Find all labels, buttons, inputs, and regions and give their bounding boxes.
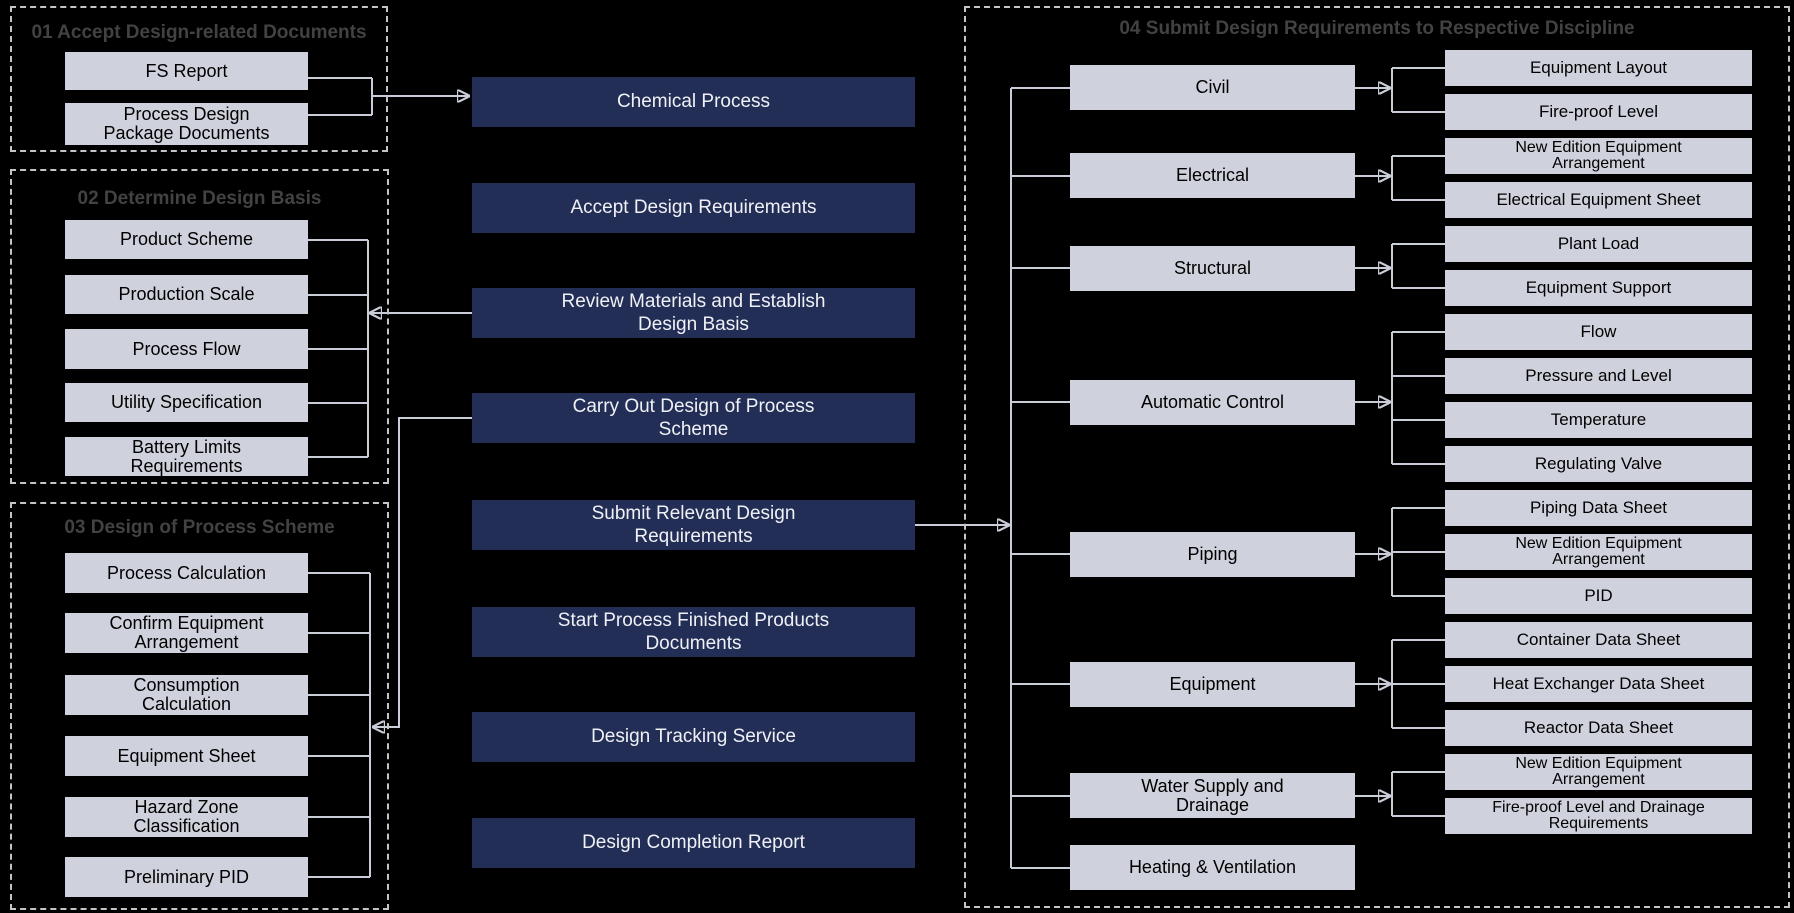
arrow-carryout-to-group03 <box>373 417 472 727</box>
group-03-frame: 03 Design of Process Scheme <box>10 502 389 910</box>
discipline-civil: Civil <box>1070 65 1355 110</box>
discipline-automatic-control: Automatic Control <box>1070 380 1355 425</box>
output-regulating-valve: Regulating Valve <box>1445 446 1752 482</box>
group-04-title: 04 Submit Design Requirements to Respect… <box>1119 18 1635 39</box>
step-design-tracking-service: Design Tracking Service <box>472 712 915 762</box>
discipline-piping: Piping <box>1070 532 1355 577</box>
group-04-frame: 04 Submit Design Requirements to Respect… <box>964 6 1790 908</box>
group02-bus <box>308 239 369 458</box>
output-new-edition-equipment-arrangement-water: New Edition Equipment Arrangement <box>1445 754 1752 790</box>
output-brackets <box>1391 67 1445 817</box>
box-utility-specification: Utility Specification <box>65 383 308 422</box>
step-chemical-process: Chemical Process <box>472 77 915 127</box>
output-container-data-sheet: Container Data Sheet <box>1445 622 1752 658</box>
discipline-water-supply-and-drainage: Water Supply and Drainage <box>1070 773 1355 818</box>
group-03-title: 03 Design of Process Scheme <box>64 517 335 538</box>
output-pressure-and-level: Pressure and Level <box>1445 358 1752 394</box>
step-review-materials-establish-design-basis: Review Materials and Establish Design Ba… <box>472 288 915 338</box>
box-process-flow: Process Flow <box>65 329 308 369</box>
box-consumption-calculation: Consumption Calculation <box>65 675 308 715</box>
output-electrical-equipment-sheet: Electrical Equipment Sheet <box>1445 182 1752 218</box>
output-new-edition-equipment-arrangement-piping: New Edition Equipment Arrangement <box>1445 534 1752 570</box>
output-flow: Flow <box>1445 314 1752 350</box>
discipline-structural: Structural <box>1070 246 1355 291</box>
output-piping-data-sheet: Piping Data Sheet <box>1445 490 1752 526</box>
output-temperature: Temperature <box>1445 402 1752 438</box>
step-accept-design-requirements: Accept Design Requirements <box>472 183 915 233</box>
output-new-edition-equipment-arrangement-electrical: New Edition Equipment Arrangement <box>1445 138 1752 174</box>
box-fs-report: FS Report <box>65 52 308 90</box>
step-start-process-finished-products-documents: Start Process Finished Products Document… <box>472 607 915 657</box>
step-carry-out-design-of-process-scheme: Carry Out Design of Process Scheme <box>472 393 915 443</box>
output-equipment-layout: Equipment Layout <box>1445 50 1752 86</box>
step-design-completion-report: Design Completion Report <box>472 818 915 868</box>
output-plant-load: Plant Load <box>1445 226 1752 262</box>
group03-bus <box>308 572 371 878</box>
discipline-heating-ventilation: Heating & Ventilation <box>1070 845 1355 890</box>
box-battery-limits-requirements: Battery Limits Requirements <box>65 437 308 476</box>
output-reactor-data-sheet: Reactor Data Sheet <box>1445 710 1752 746</box>
group-02-frame: 02 Determine Design Basis <box>10 169 389 484</box>
step-submit-relevant-design-requirements: Submit Relevant Design Requirements <box>472 500 915 550</box>
output-heat-exchanger-data-sheet: Heat Exchanger Data Sheet <box>1445 666 1752 702</box>
group-01-frame: 01 Accept Design-related Documents <box>10 6 388 152</box>
output-equipment-support: Equipment Support <box>1445 270 1752 306</box>
output-fire-proof-level-and-drainage-requirements: Fire-proof Level and Drainage Requiremen… <box>1445 798 1752 834</box>
discipline-electrical: Electrical <box>1070 153 1355 198</box>
output-fire-proof-level: Fire-proof Level <box>1445 94 1752 130</box>
box-equipment-sheet: Equipment Sheet <box>65 736 308 776</box>
discipline-equipment: Equipment <box>1070 662 1355 707</box>
box-hazard-zone-classification: Hazard Zone Classification <box>65 797 308 837</box>
group-02-title: 02 Determine Design Basis <box>77 188 322 209</box>
box-production-scale: Production Scale <box>65 275 308 314</box>
box-process-design-package-documents: Process Design Package Documents <box>65 103 308 145</box>
box-preliminary-pid: Preliminary PID <box>65 857 308 897</box>
box-confirm-equipment-arrangement: Confirm Equipment Arrangement <box>65 613 308 653</box>
box-product-scheme: Product Scheme <box>65 220 308 259</box>
group04-bus <box>1010 87 1070 869</box>
output-pid: PID <box>1445 578 1752 614</box>
group-01-title: 01 Accept Design-related Documents <box>31 22 367 43</box>
box-process-calculation: Process Calculation <box>65 553 308 593</box>
